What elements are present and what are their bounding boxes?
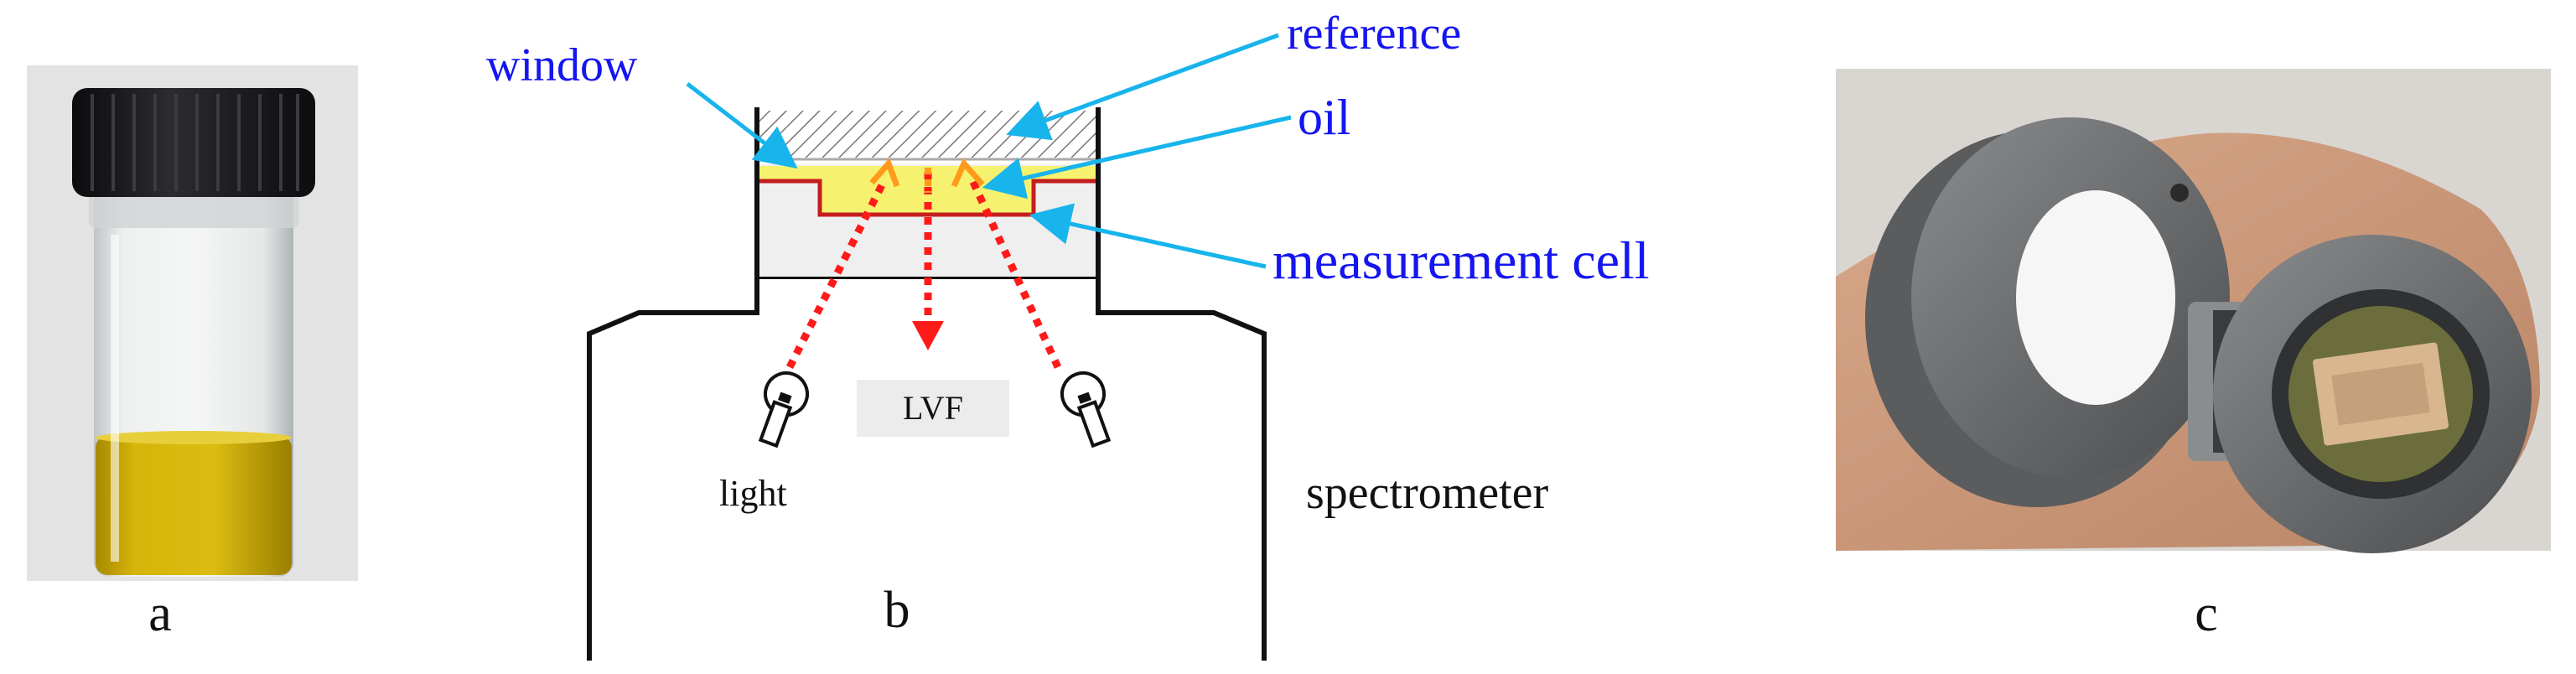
caption-a: a	[148, 585, 172, 642]
measurement-cell-line	[759, 179, 1096, 217]
spectrometer-label: spectrometer	[1306, 467, 1549, 519]
panel-b: LVF light window reference oil measureme…	[486, 8, 1650, 661]
reference-block	[759, 111, 1096, 158]
reference-lid	[1865, 117, 2230, 507]
caption-c: c	[2195, 585, 2218, 642]
reference-label: reference	[1287, 8, 1461, 60]
ray-right-head	[951, 158, 985, 188]
reference-arrow	[1006, 33, 1279, 141]
window-label: window	[486, 39, 638, 91]
ray-left-head	[869, 158, 900, 188]
light-source-left	[758, 371, 809, 448]
ray-down-arrowhead	[912, 321, 944, 350]
vial-oil-surface	[96, 431, 292, 444]
reference-disc	[2016, 190, 2175, 405]
vial-cap	[72, 88, 315, 197]
lid-screw-hole	[2170, 184, 2189, 202]
oil-arrow	[982, 115, 1292, 200]
ray-right	[968, 179, 1062, 369]
light-source-right	[1060, 371, 1112, 448]
vial-oil	[96, 436, 292, 575]
oil-label: oil	[1298, 90, 1350, 145]
measurement-cell-label: measurement cell	[1272, 231, 1650, 290]
glass-highlight	[111, 235, 119, 562]
lvf-box	[857, 380, 1009, 437]
vial-photo	[72, 88, 315, 577]
window-arrow	[686, 82, 798, 169]
cap-ridges	[91, 94, 299, 191]
caption-b: b	[884, 582, 910, 639]
ray-left	[785, 178, 889, 370]
measurement-base	[2213, 235, 2532, 553]
lvf-label: LVF	[903, 389, 963, 427]
light-label: light	[719, 473, 787, 514]
panel-a: a	[27, 65, 358, 642]
panel-c: c	[1836, 69, 2551, 642]
measurement-cell-arrow	[1029, 203, 1267, 269]
cell-slot	[2331, 362, 2430, 426]
